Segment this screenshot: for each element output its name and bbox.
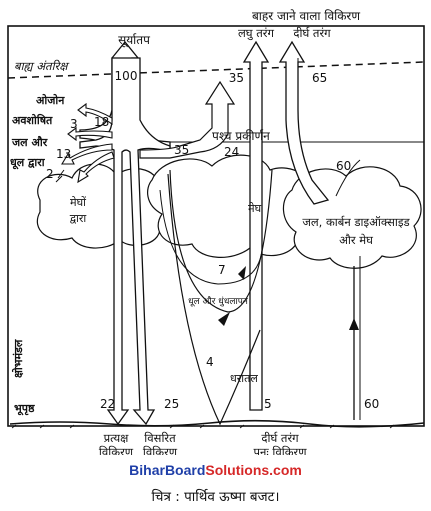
watermark-part2: Solutions.com: [205, 462, 302, 478]
value-insolation: 100: [115, 69, 138, 83]
watermark-part1: BiharBoard: [129, 462, 206, 478]
direct-label-1: प्रत्यक्ष: [104, 431, 130, 445]
value-water-dust: 13: [56, 147, 71, 161]
outgoing-long-arrow: [278, 40, 330, 205]
surface-up-head: [349, 318, 359, 330]
value-diffuse: 25: [164, 397, 179, 411]
diffuse-label-2: विकिरण: [143, 445, 178, 455]
value-ozone: 18: [94, 115, 109, 129]
value-outgoing-short: 35: [229, 71, 244, 85]
dust-mist-loop: [169, 169, 273, 313]
dust-by-label: धूल द्वारा: [10, 156, 46, 170]
arrowhead-a: [218, 312, 230, 326]
direct-label-2: विकिरण: [99, 445, 134, 455]
by-clouds-label-1: मेघों: [70, 196, 86, 209]
value-absorbed: 3: [70, 117, 78, 131]
value-direct: 22: [100, 397, 115, 411]
ground-surface-label: धरातल: [230, 372, 258, 385]
ozone-branch: [77, 102, 113, 126]
dust-mist-label: धूल और धुंधलापन: [188, 295, 249, 307]
outgoing-radiation-label: बाहर जाने वाला विकिरण: [252, 9, 360, 23]
heat-budget-diagram: बाहर जाने वाला विकिरण लघु तरंग दीर्घ तरं…: [7, 9, 425, 455]
ground-reflect-loop: [167, 173, 261, 426]
ground-texture: [11, 424, 395, 429]
dust-mist-inner: [159, 189, 263, 285]
backscatter-branch: [139, 80, 236, 159]
value-surface-up: 60: [364, 397, 379, 411]
value-ground-reflect: 4: [206, 355, 214, 369]
hatching: [55, 169, 65, 183]
value-backscatter-left: 35: [174, 143, 189, 157]
diffuse-label-1: विसरित: [144, 431, 176, 445]
clouds-label: मेघ: [248, 202, 262, 215]
ozone-label: ओजोन: [36, 93, 65, 107]
water-and-label: जल और: [11, 135, 48, 149]
absorbed-label: अवशोषित: [12, 113, 53, 127]
diagram-frame: [7, 25, 425, 427]
backscatter-label: पश्च प्रकीर्णन: [212, 129, 270, 143]
ground-line: [9, 419, 425, 428]
water-co2-label-1: जल, कार्बन डाइऑक्साइड: [302, 215, 410, 229]
incoming-trunk: [79, 57, 171, 426]
earth-surface-label: भूपृष्ठ: [14, 402, 35, 416]
lw-return-label-2: पुनः विकिरण: [253, 445, 307, 455]
troposphere-label: क्षोभमंडल: [11, 339, 25, 378]
figure-caption: चित्र : पार्थिव ऊष्मा बजट।: [151, 489, 280, 505]
value-longwave-return: 5: [264, 397, 272, 411]
outer-space-label: बाह्य अंतरिक्ष: [14, 59, 70, 73]
atmos-longwave-line: [335, 159, 361, 197]
short-wave-label: लघु तरंग: [238, 26, 275, 41]
outgoing-short-arrow: [242, 40, 270, 411]
value-atmos-longwave: 60: [336, 159, 351, 173]
value-backscatter-right: 24: [224, 145, 239, 159]
lw-return-label-1: दीर्घ तरंग: [261, 431, 299, 445]
value-outgoing-long: 65: [312, 71, 327, 85]
water-co2-label-2: और मेघ: [339, 233, 373, 247]
cloud-abs-branch: [77, 151, 115, 184]
insolation-label: सूर्यातप: [118, 33, 150, 48]
value-clouds-abs: 2: [46, 167, 54, 181]
by-clouds-label-2: द्वारा: [70, 212, 87, 225]
watermark: BiharBoardSolutions.com: [0, 462, 431, 478]
outer-space-boundary: [7, 61, 425, 79]
arrowhead-b: [238, 266, 246, 280]
long-wave-label: दीर्घ तरंग: [293, 26, 331, 40]
value-dust-mist: 7: [218, 263, 226, 277]
water-dust-branch: [61, 143, 113, 165]
absorbed-branch: [67, 126, 113, 142]
